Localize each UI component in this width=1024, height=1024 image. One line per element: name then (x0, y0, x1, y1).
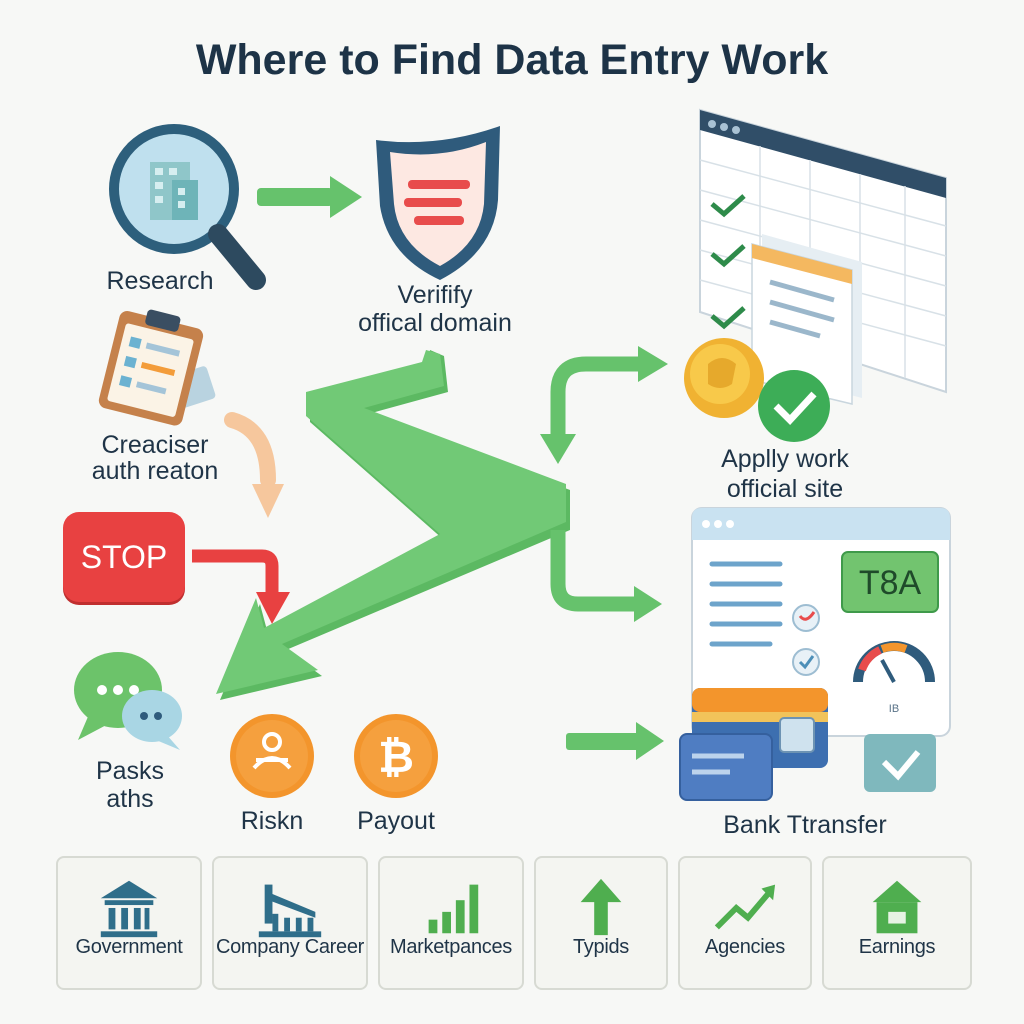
category-label: Company Career (215, 936, 365, 958)
bank-transfer-label: Bank Ttransfer (723, 811, 887, 839)
category-tile-government[interactable]: Government (56, 856, 202, 990)
category-tile-earnings[interactable]: Earnings (822, 856, 972, 990)
bar-chart-icon (428, 884, 479, 934)
clipboard-icon (98, 309, 216, 426)
trend-line-icon (714, 884, 776, 930)
payout-label: Payout (357, 807, 435, 835)
svg-text:₿: ₿ (378, 733, 414, 782)
bank-building-icon (100, 880, 158, 938)
verify-label-line1: Verifify (397, 281, 473, 309)
house-icon (872, 880, 922, 934)
apply-label-line2: official site (726, 475, 844, 503)
category-label: Marketpances (389, 936, 512, 958)
arrow-to-bank (566, 722, 664, 760)
chat-bubbles-icon (74, 652, 182, 750)
page-title: Where to Find Data Entry Work (195, 36, 829, 84)
up-arrow-icon (580, 878, 622, 936)
category-label: Earnings (858, 936, 936, 958)
bitcoin-icon: ₿ (354, 714, 438, 798)
creaciser-label-line1: Creaciser (101, 431, 209, 459)
category-tile-typids[interactable]: Typids (534, 856, 668, 990)
creaciser-label-line2: auth reaton (91, 457, 219, 485)
research-label: Research (106, 267, 214, 295)
arrow-bidirectional (540, 346, 668, 464)
dashboard-window-icon (691, 507, 951, 737)
category-tile-marketpances[interactable]: Marketpances (378, 856, 524, 990)
category-tile-company-career[interactable]: Company Career (212, 856, 368, 990)
check-square-icon (864, 734, 936, 792)
person-coin-icon (230, 714, 314, 798)
dashboard-badge-text: T8A (859, 564, 922, 602)
magnifier-icon (109, 124, 266, 290)
coin-icon (684, 338, 764, 418)
category-tiles: Government Company Career Marketpances T… (56, 856, 972, 990)
check-circle-icon (758, 370, 830, 442)
spreadsheet-window-icon (699, 108, 947, 405)
category-label: Government (75, 936, 183, 958)
category-tile-agencies[interactable]: Agencies (678, 856, 812, 990)
riskn-label: Riskn (240, 807, 304, 835)
pasks-label-line1: Pasks (95, 757, 165, 785)
bank-cards-icon (679, 688, 828, 801)
gauge-caption: IB (889, 703, 899, 715)
stop-sign: STOP (63, 512, 185, 602)
verify-label-line2: offical domain (358, 309, 512, 337)
category-label: Agencies (705, 936, 785, 958)
category-label: Typids (572, 936, 629, 958)
flow-diagram: ₿ T8A IB (74, 108, 951, 801)
shield-icon (376, 126, 500, 280)
arrow-creaciser-to-stop (224, 412, 284, 518)
factory-icon (258, 884, 322, 938)
pasks-label-line2: aths (106, 785, 154, 813)
arrow-stop-to-riskn (192, 549, 290, 624)
apply-label-line1: Applly work (721, 445, 849, 473)
arrow-main-zigzag (216, 350, 570, 700)
arrow-research-to-verify (257, 176, 362, 218)
arrow-to-dashboard (550, 530, 662, 622)
